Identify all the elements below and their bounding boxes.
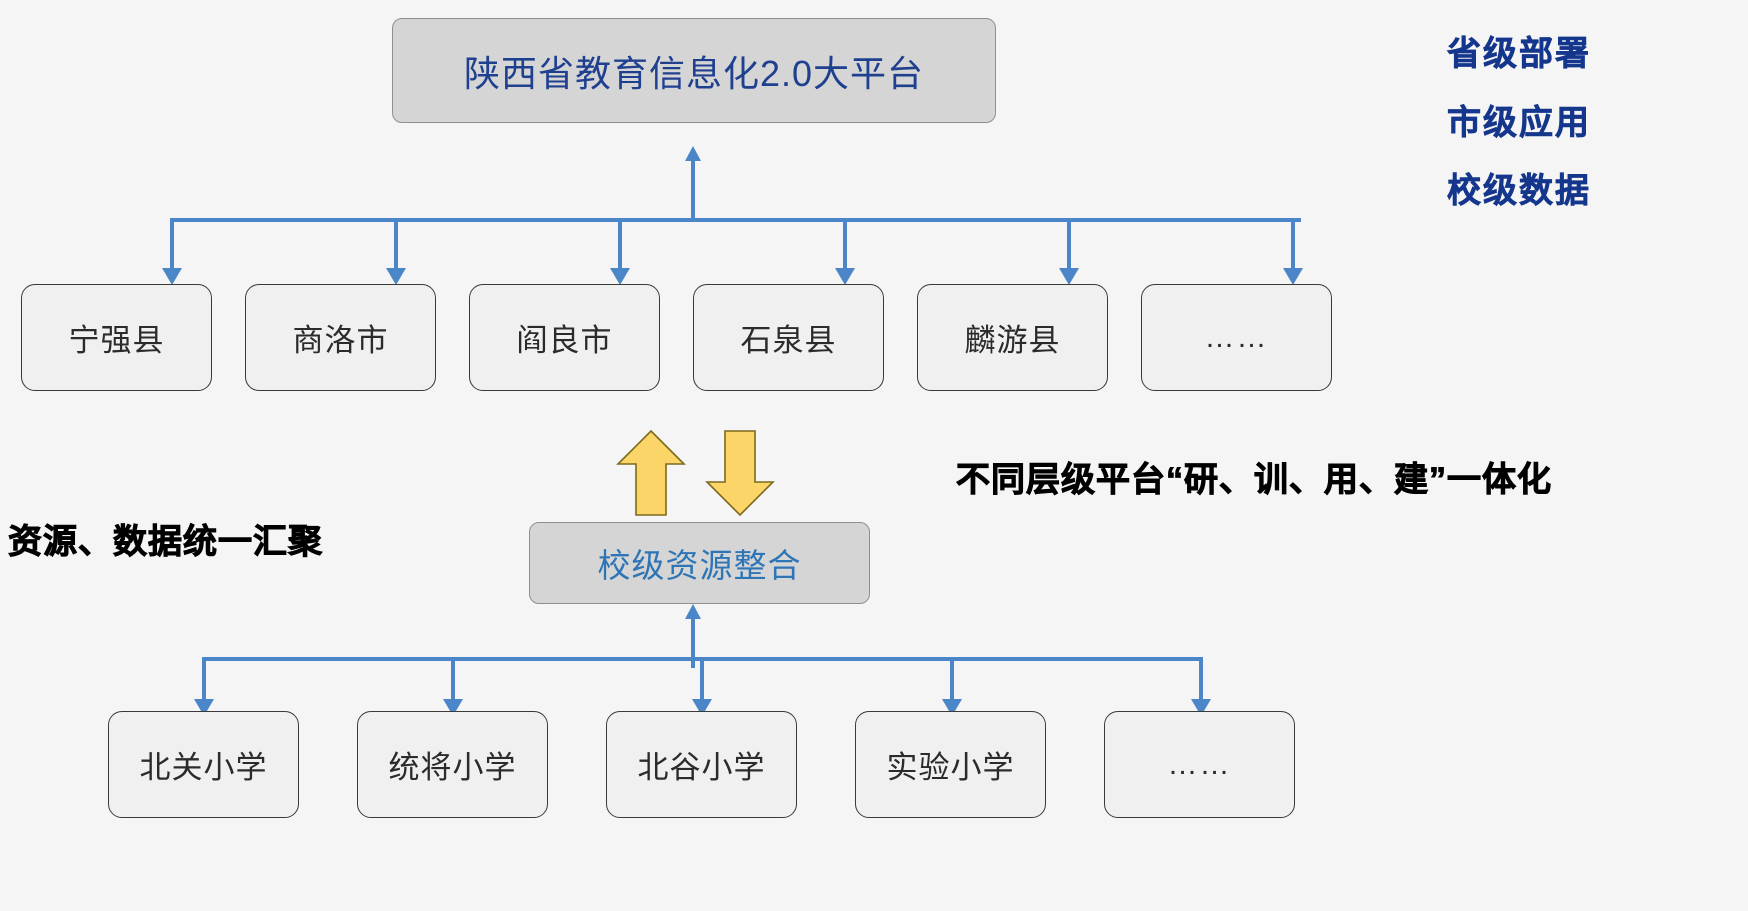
arrow-up-to-platform-icon [685, 146, 701, 161]
school-node-1-label: 北关小学 [139, 750, 268, 785]
school-node-2-label: 统将小学 [388, 750, 517, 785]
district-node-3-label: 阎良市 [516, 323, 613, 358]
district-node-2-label: 商洛市 [292, 323, 389, 358]
school-node-2[interactable]: 统将小学 [357, 711, 548, 818]
platform-title-box[interactable]: 陕西省教育信息化2.0大平台 [392, 18, 996, 123]
connector-leg-school-4 [950, 657, 954, 705]
connector-leg-district-3 [618, 218, 622, 274]
school-node-5-label: …… [1167, 747, 1232, 781]
connector-leg-school-5 [1199, 657, 1203, 705]
tier-label-provincial: 省级部署 [1447, 35, 1591, 74]
platform-title-label: 陕西省教育信息化2.0大平台 [463, 52, 925, 94]
download-arrow-icon [705, 428, 775, 518]
district-node-6-label: …… [1204, 320, 1269, 354]
upload-arrow-icon [616, 428, 686, 518]
connector-stem-to-school-box [691, 618, 695, 668]
note-right-integration: 不同层级平台“研、训、用、建”一体化 [956, 461, 1552, 500]
arrow-up-to-school-box-icon [685, 604, 701, 619]
school-node-4[interactable]: 实验小学 [855, 711, 1046, 818]
school-resource-box[interactable]: 校级资源整合 [529, 522, 870, 604]
district-node-4-label: 石泉县 [740, 323, 837, 358]
school-resource-label: 校级资源整合 [597, 547, 802, 584]
school-node-5[interactable]: …… [1104, 711, 1295, 818]
tier-label-school: 校级数据 [1447, 172, 1591, 211]
tier-label-municipal: 市级应用 [1447, 104, 1591, 143]
district-node-1-label: 宁强县 [68, 323, 165, 358]
arrow-down-district-4-icon [835, 268, 855, 285]
arrow-down-district-3-icon [610, 268, 630, 285]
district-node-5-label: 麟游县 [964, 323, 1061, 358]
connector-leg-school-2 [451, 657, 455, 705]
district-node-4[interactable]: 石泉县 [693, 284, 884, 391]
connector-leg-district-5 [1067, 218, 1071, 274]
arrow-down-district-6-icon [1283, 268, 1303, 285]
school-node-4-label: 实验小学 [886, 750, 1015, 785]
connector-bus-districts [170, 218, 1301, 222]
connector-leg-district-1 [170, 218, 174, 274]
note-left-aggregation: 资源、数据统一汇聚 [8, 523, 323, 562]
connector-leg-district-6 [1291, 218, 1295, 274]
connector-stem-to-platform [691, 160, 695, 222]
arrow-down-district-5-icon [1059, 268, 1079, 285]
district-node-3[interactable]: 阎良市 [469, 284, 660, 391]
connector-leg-district-2 [394, 218, 398, 274]
school-node-3-label: 北谷小学 [637, 750, 766, 785]
school-node-3[interactable]: 北谷小学 [606, 711, 797, 818]
connector-leg-school-3 [700, 657, 704, 705]
district-node-5[interactable]: 麟游县 [917, 284, 1108, 391]
connector-leg-school-1 [202, 657, 206, 705]
school-node-1[interactable]: 北关小学 [108, 711, 299, 818]
arrow-down-district-1-icon [162, 268, 182, 285]
connector-leg-district-4 [843, 218, 847, 274]
arrow-down-district-2-icon [386, 268, 406, 285]
district-node-1[interactable]: 宁强县 [21, 284, 212, 391]
district-node-2[interactable]: 商洛市 [245, 284, 436, 391]
district-node-6[interactable]: …… [1141, 284, 1332, 391]
